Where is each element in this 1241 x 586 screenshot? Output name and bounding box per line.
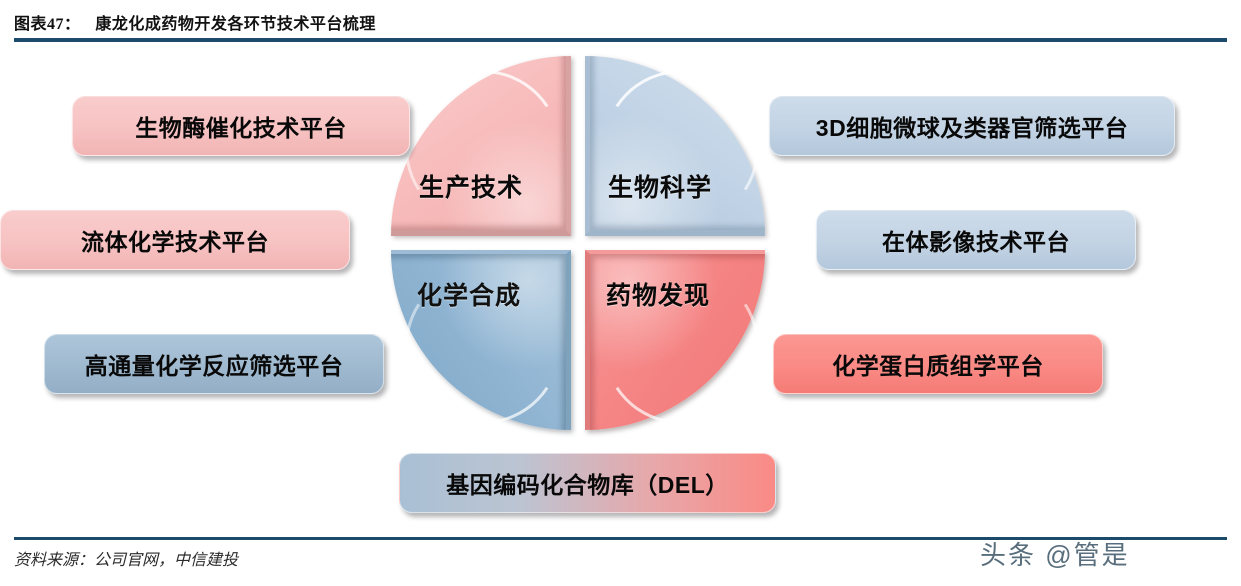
figure-number: 图表47： — [14, 16, 81, 33]
callout-chemical-proteomics[interactable]: 化学蛋白质组学平台 — [773, 334, 1103, 394]
callout-in-vivo-imaging[interactable]: 在体影像技术平台 — [816, 210, 1136, 270]
callout-flow-chemistry[interactable]: 流体化学技术平台 — [0, 210, 350, 270]
callout-label: 化学蛋白质组学平台 — [832, 353, 1044, 379]
quadrant-label-drug-discovery: 药物发现 — [606, 282, 711, 310]
quadrant-label-biological-science: 生物科学 — [608, 174, 713, 202]
footer-divider — [14, 537, 1227, 540]
quadrant-biological-science[interactable]: 生物科学 — [585, 56, 765, 236]
callout-label: 生物酶催化技术平台 — [135, 115, 347, 141]
callout-label: 在体影像技术平台 — [882, 229, 1070, 255]
callout-label: 基因编码化合物库（DEL） — [446, 472, 729, 498]
quadrant-label-chemical-synthesis: 化学合成 — [417, 282, 522, 310]
watermark: 头条 @管是 — [980, 540, 1130, 570]
callout-label: 3D细胞微球及类器官筛选平台 — [815, 115, 1129, 141]
quadrant-label-production-technology: 生产技术 — [419, 174, 524, 202]
figure-header: 图表47： 康龙化成药物开发各环节技术平台梳理 — [0, 0, 1241, 46]
callout-label: 流体化学技术平台 — [81, 229, 269, 255]
callout-hts-chemistry[interactable]: 高通量化学反应筛选平台 — [44, 334, 384, 394]
quadrant-chemical-synthesis[interactable]: 化学合成 — [391, 250, 571, 430]
quadrant-production-technology[interactable]: 生产技术 — [391, 56, 571, 236]
source-note: 资料来源：公司官网，中信建投 — [14, 552, 239, 569]
callout-label: 高通量化学反应筛选平台 — [84, 353, 344, 379]
figure-title-text: 康龙化成药物开发各环节技术平台梳理 — [95, 16, 376, 33]
header-divider — [14, 38, 1227, 42]
page-title: 图表47： 康龙化成药物开发各环节技术平台梳理 — [14, 10, 376, 34]
callout-enzyme-catalysis[interactable]: 生物酶催化技术平台 — [72, 96, 410, 156]
callout-3d-spheroid-organoid[interactable]: 3D细胞微球及类器官筛选平台 — [769, 96, 1175, 156]
callout-del-library[interactable]: 基因编码化合物库（DEL） — [399, 453, 776, 513]
quadrant-drug-discovery[interactable]: 药物发现 — [585, 250, 765, 430]
four-quadrant-wheel-diagram: 生产技术 生物科学 化学合成 药物发现 — [390, 55, 774, 439]
